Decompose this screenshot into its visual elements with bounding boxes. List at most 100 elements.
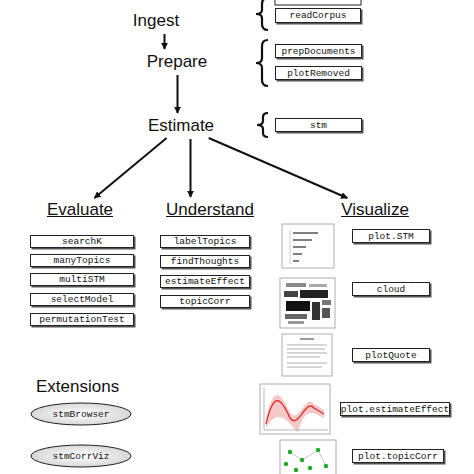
curly-bracket-part [256, 0, 268, 30]
extension-ellipse: stmCorrViz [30, 444, 132, 468]
function-box: topicCorr [160, 295, 250, 308]
function-box: searchK [30, 235, 134, 248]
network-thumbnail-part [288, 450, 292, 454]
quote-thumbnail-part [282, 334, 332, 376]
effect-thumbnail-part [266, 395, 324, 432]
node-text: selectModel [51, 294, 114, 305]
plot-thumbnail [282, 224, 334, 268]
wordcloud-thumbnail-part [288, 321, 304, 324]
function-box: plot.STM [352, 229, 430, 243]
stage-label: Prepare [135, 50, 219, 74]
cropped-box [275, 0, 361, 5]
quote-thumbnail-part [300, 338, 314, 339]
wordcloud-thumbnail-part [284, 291, 298, 297]
effect-thumbnail [260, 384, 330, 434]
node-text: findThoughts [171, 256, 239, 267]
effect-thumbnail-part [260, 384, 330, 434]
flow-arrow [164, 34, 166, 49]
curly-bracket-part [257, 113, 268, 137]
node-text: labelTopics [174, 236, 237, 247]
quote-thumbnail-part [287, 353, 327, 354]
wordcloud-thumbnail-part [286, 301, 310, 311]
quote-thumbnail-part [287, 345, 327, 346]
stage-label: Ingest [118, 9, 194, 33]
function-box: estimateEffect [160, 275, 250, 288]
flow-arrow [94, 138, 166, 198]
network-thumbnail-part [280, 440, 336, 474]
function-box: selectModel [30, 293, 134, 306]
network-thumbnail-part [308, 466, 312, 470]
network-thumbnail [280, 440, 336, 474]
flow-arrow [177, 75, 179, 113]
network-thumbnail-part [294, 468, 298, 472]
node-text: permutationTest [39, 314, 125, 325]
cropped-box-part [275, 0, 361, 5]
wordcloud-thumbnail-part [309, 284, 327, 287]
stage-label: Estimate [136, 114, 226, 138]
node-text: stmCorrViz [52, 451, 109, 462]
quote-thumbnail [282, 334, 332, 376]
node-text: Ingest [133, 11, 179, 31]
node-text: Understand [166, 200, 254, 220]
quote-thumbnail-part [287, 363, 327, 364]
section-label: Extensions [36, 377, 119, 397]
node-text: plot.estimateEffect [341, 404, 449, 415]
function-box: permutationTest [30, 313, 134, 326]
extension-ellipse: stmBrowser [30, 402, 132, 426]
plot-thumbnail-part [290, 230, 291, 264]
plot-thumbnail-part [293, 239, 312, 241]
plot-thumbnail-part [293, 232, 318, 234]
plot-thumbnail-part [282, 224, 334, 268]
node-text: stmBrowser [52, 409, 109, 420]
function-box: plot.topicCorr [352, 449, 444, 463]
node-text: plotRemoved [287, 68, 350, 79]
function-box: cloud [352, 282, 430, 296]
flow-arrow [190, 139, 192, 197]
node-text: readCorpus [289, 10, 346, 21]
function-box: plotQuote [352, 348, 430, 362]
node-text: topicCorr [179, 296, 230, 307]
network-thumbnail-part [284, 462, 288, 466]
function-box: findThoughts [160, 255, 250, 268]
node-text: multiSTM [59, 274, 105, 285]
wordcloud-thumbnail-part [286, 283, 306, 287]
flow-arrow [209, 138, 348, 198]
node-text: Evaluate [47, 200, 113, 220]
node-text: prepDocuments [281, 46, 355, 57]
plot-thumbnail-part [293, 246, 306, 248]
node-text: plotQuote [365, 350, 416, 361]
network-thumbnail-part [316, 448, 320, 452]
node-text: plot.STM [368, 231, 414, 242]
wordcloud-thumbnail [280, 278, 335, 328]
curly-bracket-part [256, 40, 268, 86]
node-text: Visualize [341, 200, 409, 220]
node-text: estimateEffect [165, 276, 245, 287]
function-box: plot.estimateEffect [340, 402, 450, 416]
network-thumbnail-part [300, 458, 304, 462]
network-thumbnail-part [324, 464, 328, 468]
wordcloud-thumbnail-part [285, 314, 307, 319]
stage-heading: Evaluate [40, 198, 120, 222]
network-thumbnail-part [318, 450, 326, 466]
wordcloud-thumbnail-part [280, 278, 335, 328]
plot-thumbnail-part [293, 253, 302, 255]
stage-heading: Understand [155, 198, 265, 222]
wordcloud-thumbnail-part [322, 300, 331, 305]
wordcloud-thumbnail-part [300, 290, 328, 298]
effect-thumbnail-part [264, 430, 328, 431]
node-text: stm [310, 120, 327, 131]
network-thumbnail-part [302, 450, 318, 460]
quote-thumbnail-part [287, 367, 322, 368]
function-box: manyTopics [30, 254, 134, 267]
wordcloud-thumbnail-part [312, 302, 320, 320]
ellipse-shape [31, 445, 131, 467]
node-text: cloud [377, 284, 406, 295]
ellipse-shape [31, 403, 131, 425]
function-box: labelTopics [160, 235, 250, 248]
node-text: manyTopics [53, 255, 110, 266]
effect-thumbnail-part [266, 401, 324, 424]
function-box: prepDocuments [275, 44, 362, 58]
plot-thumbnail-part [293, 260, 299, 262]
quote-thumbnail-part [287, 357, 320, 358]
